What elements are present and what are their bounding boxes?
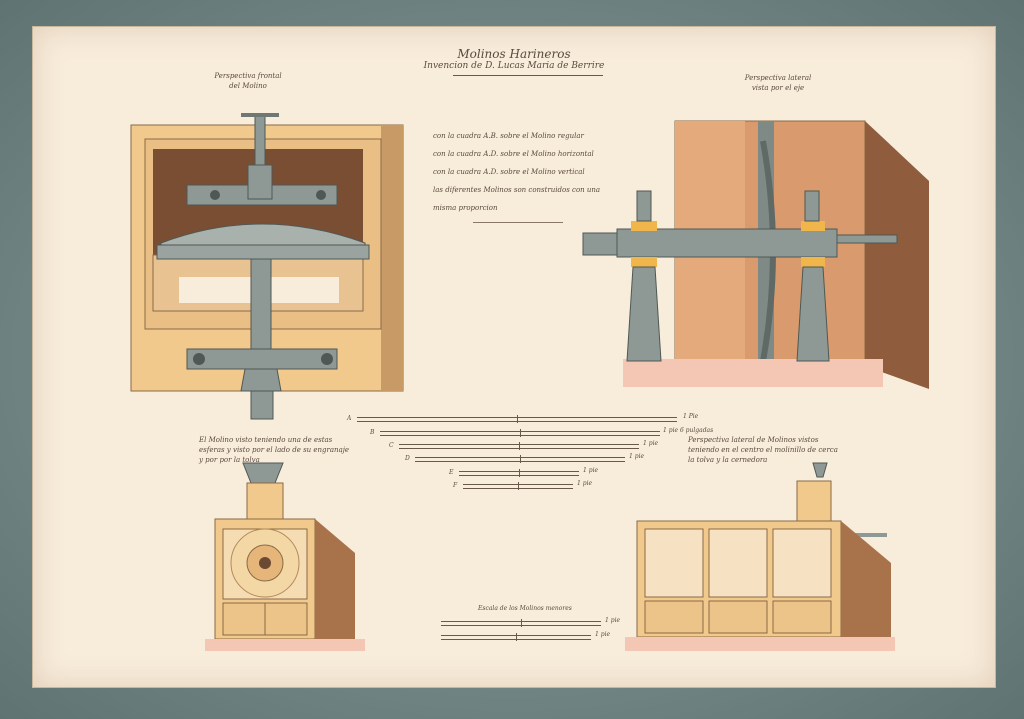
scale-b-letter: B [370, 429, 375, 436]
scale-e-letter: E [449, 469, 454, 476]
ur-caption: Perspectiva lateral vista por el eje [723, 73, 833, 93]
scale-f-caption: 1 pie [577, 480, 593, 487]
scale-c-caption: 1 pie [643, 440, 659, 447]
lr-note: Perspectiva lateral de Molinos vistos te… [688, 435, 868, 465]
ll-note-line2: esferas y visto por el lado de su engran… [199, 446, 350, 454]
lr-note-line3: la tolva y la cernedora [688, 456, 768, 464]
scale-a-bar [357, 415, 677, 423]
ul-caption-line2: del Molino [229, 82, 267, 90]
scale-b-caption: 1 pie 6 pulgadas [663, 427, 714, 434]
scale-d-letter: D [405, 455, 410, 462]
mill-front-drawing [130, 113, 404, 420]
ll-note-line1: El Molino visto teniendo una de estas [199, 436, 333, 444]
scale-e-caption: 1 pie [583, 467, 599, 474]
sheet-title: Molinos Harineros [457, 47, 571, 61]
drawing-sheet: Molinos Harineros Invencion de D. Lucas … [32, 26, 996, 688]
sheet-subtitle: Invencion de D. Lucas Maria de Berrire [423, 61, 605, 71]
center-note-line4: las diferentes Molinos son construidos c… [433, 186, 601, 194]
center-note-line2: con la cuadra A.D. sobre el Molino horiz… [433, 150, 594, 158]
lr-note-line1: Perspectiva lateral de Molinos vistos [688, 436, 819, 444]
center-note-line5: misma proporcion [433, 204, 498, 212]
scale-f-letter: F [453, 482, 458, 489]
scale-d-caption: 1 pie [629, 453, 645, 460]
scale-c-bar [399, 442, 639, 450]
ur-caption-line1: Perspectiva lateral [744, 74, 812, 82]
center-note-line3: con la cuadra A.D. sobre el Molino verti… [433, 168, 585, 176]
scale-lower-2-caption: 1 pie [595, 631, 611, 638]
center-note: con la cuadra A.B. sobre el Molino regul… [433, 127, 603, 217]
ll-note: El Molino visto teniendo una de estas es… [199, 435, 369, 465]
center-note-line1: con la cuadra A.B. sobre el Molino regul… [433, 132, 584, 140]
scale-d-bar [415, 455, 625, 463]
ur-caption-line2: vista por el eje [751, 84, 805, 92]
mill-side-drawing [582, 120, 929, 389]
center-note-rule [473, 222, 563, 223]
scale-c-letter: C [389, 442, 394, 449]
ul-caption-line1: Perspectiva frontal [214, 72, 282, 80]
scales-lower-title: Escala de los Molinos menores [478, 605, 572, 612]
ll-note-line3: y por por la tolva [199, 456, 260, 464]
scale-e-bar [459, 469, 579, 477]
small-mill-side-drawing [625, 462, 895, 651]
title-rule [453, 75, 603, 76]
lr-note-line2: teniendo en el centro el molinillo de ce… [688, 446, 838, 454]
scale-lower-2-bar [441, 633, 591, 641]
small-mill-front-drawing [205, 462, 365, 651]
scale-f-bar [463, 482, 573, 490]
scale-lower-1-caption: 1 pie [605, 617, 621, 624]
scale-b-bar [380, 429, 660, 437]
scale-a-caption: 1 Pie [683, 413, 699, 420]
scale-lower-1-bar [441, 619, 601, 627]
scale-a-letter: A [347, 415, 352, 422]
ul-caption: Perspectiva frontal del Molino [193, 71, 303, 91]
